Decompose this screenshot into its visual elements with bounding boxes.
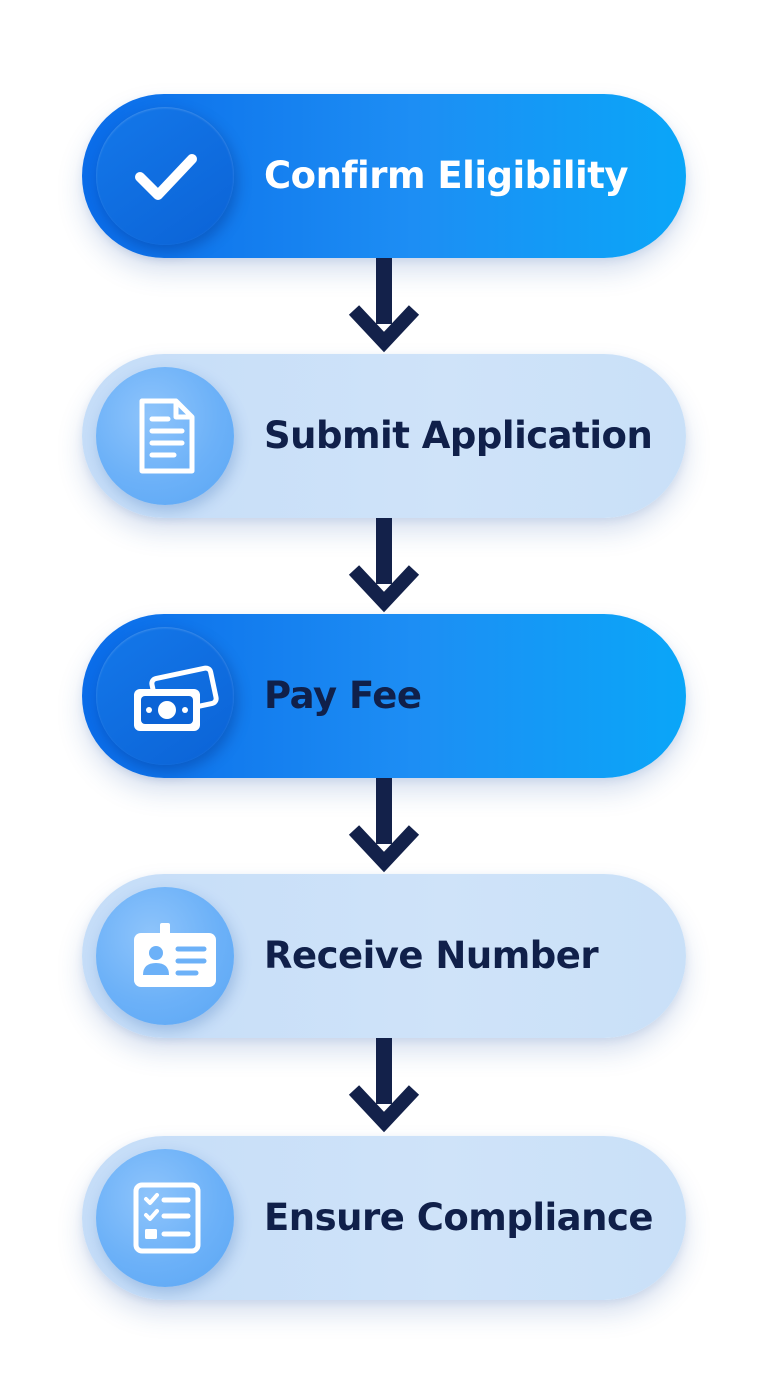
step-4-label: Receive Number xyxy=(264,934,599,977)
document-icon xyxy=(139,398,195,474)
checklist-icon xyxy=(133,1182,201,1254)
step-5-badge xyxy=(96,1149,234,1287)
flow-arrow-1 xyxy=(346,258,422,354)
step-1-badge xyxy=(96,107,234,245)
step-3-label: Pay Fee xyxy=(264,674,422,717)
step-confirm-eligibility: Confirm Eligibility xyxy=(82,94,686,258)
step-2-label: Submit Application xyxy=(264,414,653,457)
step-3-badge xyxy=(96,627,234,765)
flow-arrow-4 xyxy=(346,1038,422,1134)
step-pay-fee: Pay Fee xyxy=(82,614,686,778)
checkmark-icon xyxy=(135,154,197,200)
down-arrow-icon xyxy=(348,258,420,353)
down-arrow-icon xyxy=(348,1038,420,1133)
money-bills-icon xyxy=(134,665,219,731)
down-arrow-icon xyxy=(348,778,420,873)
step-5-label: Ensure Compliance xyxy=(264,1196,654,1239)
flow-arrow-3 xyxy=(346,778,422,874)
step-ensure-compliance: Ensure Compliance xyxy=(82,1136,686,1300)
step-4-badge xyxy=(96,887,234,1025)
step-2-badge xyxy=(96,367,234,505)
step-receive-number: Receive Number xyxy=(82,874,686,1038)
step-1-label: Confirm Eligibility xyxy=(264,154,629,197)
down-arrow-icon xyxy=(348,518,420,613)
step-submit-application: Submit Application xyxy=(82,354,686,518)
id-card-icon xyxy=(134,923,216,987)
flow-arrow-2 xyxy=(346,518,422,614)
